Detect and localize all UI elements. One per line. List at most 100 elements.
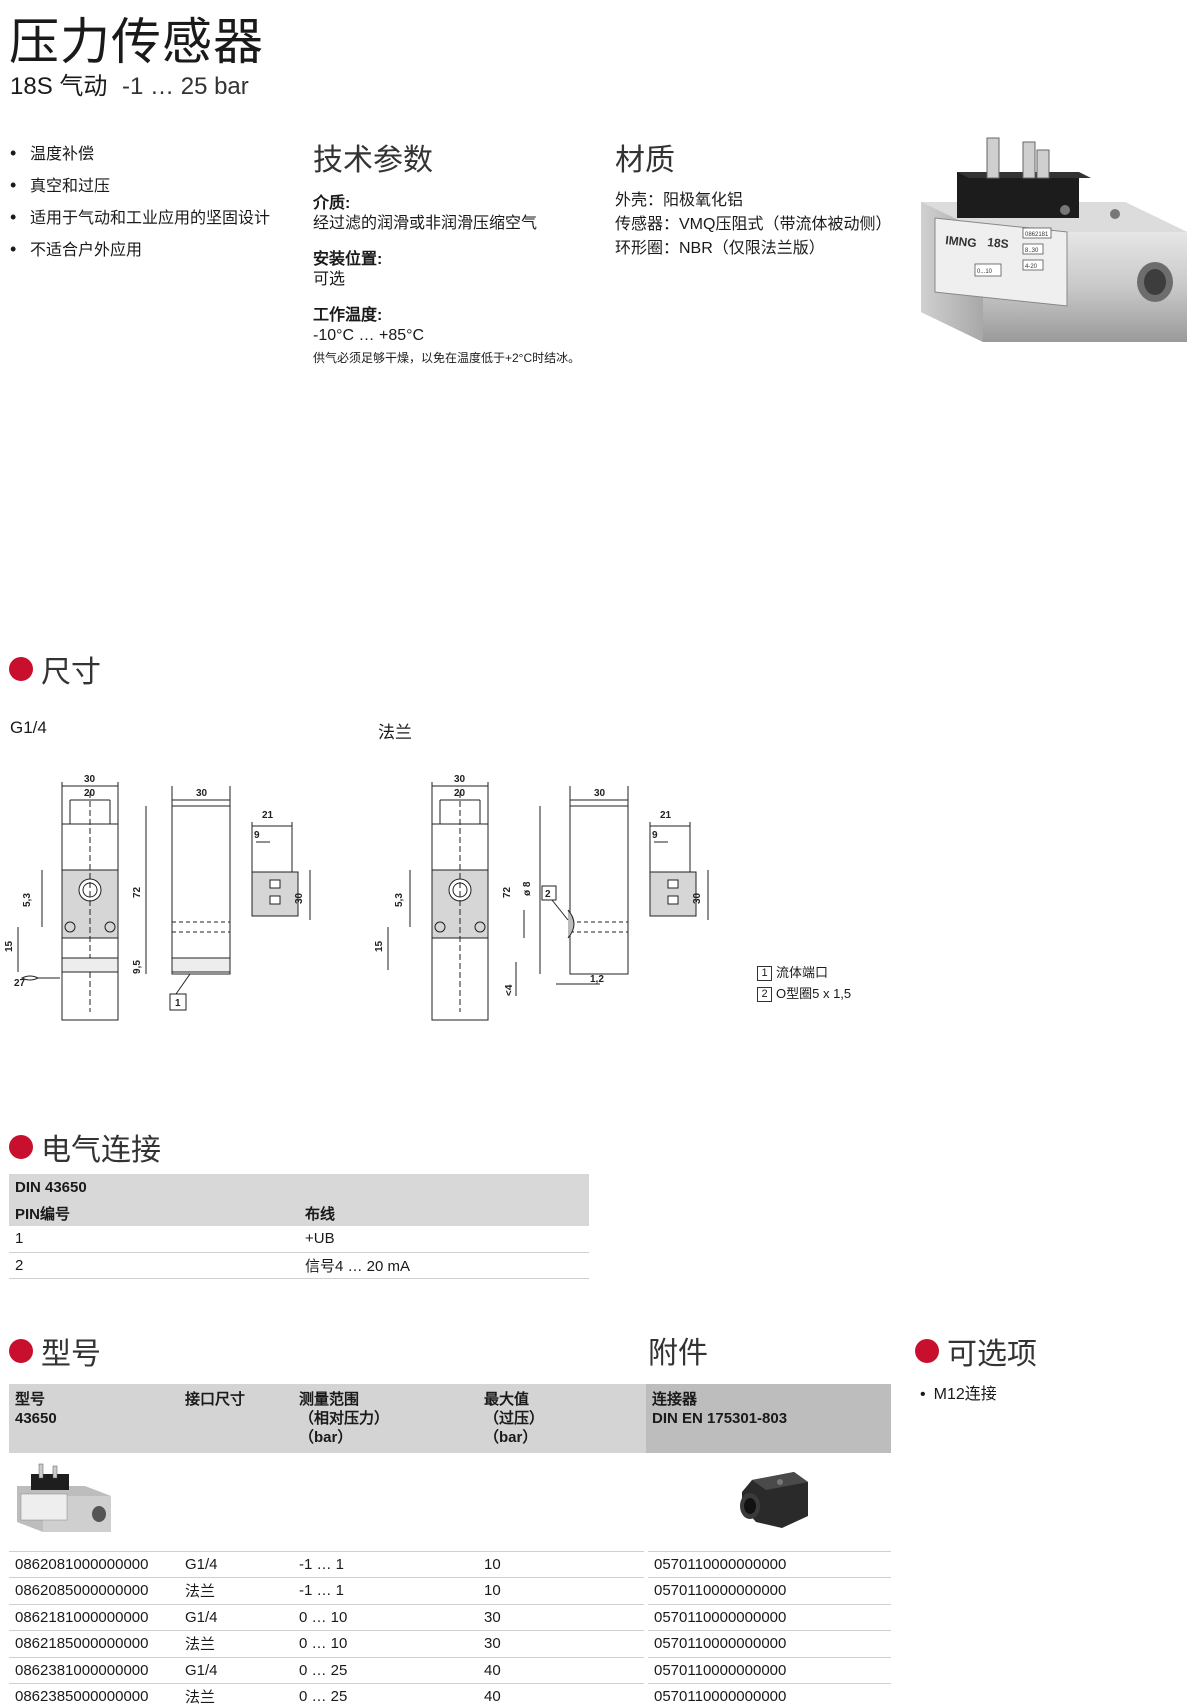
cell-wiring: 信号4 … 20 mA (299, 1252, 589, 1279)
dim-number: 1,2 (590, 974, 604, 985)
section-models-title: 型号 (41, 1338, 101, 1371)
temperature-note: 供气必须足够干燥，以免在温度低于+2°C时结冰。 (313, 351, 581, 365)
dim-label-g14: G1/4 (10, 718, 47, 737)
cell-connector: 0570110000000000 (644, 1630, 891, 1658)
sensor-thumb-cell (9, 1453, 646, 1552)
cell-model: 0862385000000000 (9, 1683, 179, 1705)
dim-label-flange: 法兰 (378, 723, 412, 742)
dim-number: 30 (196, 788, 208, 799)
cell-model: 0862185000000000 (9, 1630, 179, 1658)
feature-item: 不适合户外应用 (10, 234, 270, 266)
electrical-table: DIN 43650 PIN编号 布线 1 +UB 2 信号4 … 20 mA (9, 1174, 589, 1279)
col-connector-line: DIN EN 175301-803 (652, 1410, 788, 1427)
table-header-row: DIN 43650 (9, 1174, 589, 1200)
medium-value: 经过滤的润滑或非润滑压缩空气 (313, 215, 538, 232)
dim-number: 5,3 (394, 893, 405, 907)
dim-number: 2 (545, 889, 551, 900)
cell-model: 0862181000000000 (9, 1604, 179, 1631)
dim-number: 9 (254, 830, 260, 841)
col-pin: PIN编号 (15, 1205, 71, 1223)
col-max-line: （bar） (484, 1429, 538, 1446)
col-range-line: （bar） (299, 1429, 353, 1446)
cell-max: 30 (478, 1630, 646, 1658)
temperature-value: -10°C … +85°C (313, 327, 425, 344)
table-row: 2 信号4 … 20 mA (9, 1252, 589, 1279)
legend-text: O型圈5 x 1,5 (776, 986, 852, 1001)
feature-item: 温度补偿 (10, 138, 270, 170)
col-wiring: 布线 (305, 1205, 336, 1223)
section-options: 可选项 (915, 1329, 1037, 1373)
dim-number: 30 (84, 774, 96, 785)
col-model-line: 43650 (15, 1410, 57, 1427)
col-model-line: 型号 (15, 1391, 46, 1408)
dim-number: ø 8 (522, 881, 533, 896)
cell-range: -1 … 1 (293, 1551, 478, 1578)
subtitle-range: -1 … 25 bar (122, 73, 249, 100)
dim-number: 72 (502, 886, 513, 898)
table-row: 1 +UB (9, 1226, 589, 1253)
cell-pin: 2 (9, 1252, 299, 1279)
col-range-line: （相对压力） (299, 1410, 390, 1427)
image-row (9, 1453, 891, 1552)
photo-brand: IMNG (945, 233, 978, 250)
option-item: M12连接 (920, 1380, 997, 1404)
col-port-line: 接口尺寸 (185, 1391, 246, 1408)
dim-number: 21 (660, 810, 672, 821)
dim-number: 5,3 (22, 893, 33, 907)
photo-label-text: 0...10 (977, 269, 993, 275)
cell-max: 10 (478, 1551, 646, 1578)
section-dimensions: 尺寸 (9, 647, 101, 691)
section-options-title: 可选项 (947, 1338, 1037, 1371)
cell-port: G1/4 (179, 1657, 293, 1684)
cell-connector: 0570110000000000 (644, 1683, 891, 1705)
medium-label: 介质: (313, 195, 351, 212)
cell-model: 0862381000000000 (9, 1657, 179, 1684)
dim-number: 15 (374, 940, 385, 952)
cell-connector: 0570110000000000 (644, 1551, 891, 1578)
section-bullet-icon (9, 657, 33, 681)
table-row: 0862381000000000 G1/4 0 … 25 40 05701100… (9, 1657, 891, 1684)
page-title: 压力传感器 (9, 14, 264, 70)
cell-max: 30 (478, 1604, 646, 1631)
photo-label-text: 8..30 (1025, 248, 1039, 254)
page-subtitle: 18S 气动 -1 … 25 bar (10, 66, 249, 101)
col-max: 最大值 （过压） （bar） (478, 1384, 646, 1453)
subtitle-model: 18S 气动 (10, 73, 108, 100)
table-header-row: 型号 43650 接口尺寸 测量范围 （相对压力） （bar） 最大值 （过压）… (9, 1384, 891, 1453)
section-bullet-icon (9, 1135, 33, 1159)
section-bullet-icon (915, 1339, 939, 1363)
dim-number: 20 (454, 788, 466, 799)
dim-number: 30 (692, 892, 703, 904)
tech-params-heading: 技术参数 (313, 144, 433, 177)
mounting-value: 可选 (313, 271, 346, 288)
cell-port: 法兰 (179, 1577, 293, 1605)
table-row: 0862385000000000 法兰 0 … 25 40 0570110000… (9, 1683, 891, 1705)
cell-port: G1/4 (179, 1551, 293, 1578)
material-line: 传感器：VMQ压阻式（带流体被动侧） (615, 216, 892, 233)
dim-number: 30 (454, 774, 466, 785)
dim-number: 9,5 (132, 960, 143, 974)
section-models: 型号 (9, 1329, 101, 1373)
sensor-thumbnail (17, 1463, 111, 1532)
photo-label-text: 4-20 (1025, 264, 1038, 270)
cell-range: 0 … 10 (293, 1604, 478, 1631)
photo-label-text: 0862181 (1025, 232, 1049, 238)
cell-range: -1 … 1 (293, 1577, 478, 1605)
legend-number: 1 (757, 966, 772, 982)
col-port: 接口尺寸 (179, 1384, 293, 1453)
table-row: 0862185000000000 法兰 0 … 10 30 0570110000… (9, 1630, 891, 1658)
cell-max: 40 (478, 1683, 646, 1705)
cell-range: 0 … 10 (293, 1630, 478, 1658)
cell-port: G1/4 (179, 1604, 293, 1631)
material-heading: 材质 (615, 144, 675, 177)
cell-connector: 0570110000000000 (644, 1604, 891, 1631)
cell-model: 0862081000000000 (9, 1551, 179, 1578)
dim-number: 20 (84, 788, 96, 799)
col-connector: 连接器 DIN EN 175301-803 (646, 1384, 891, 1453)
section-electrical-title: 电气连接 (41, 1134, 161, 1167)
cell-connector: 0570110000000000 (644, 1577, 891, 1605)
material-line: 环形圈：NBR（仅限法兰版） (615, 240, 825, 257)
section-bullet-icon (9, 1339, 33, 1363)
